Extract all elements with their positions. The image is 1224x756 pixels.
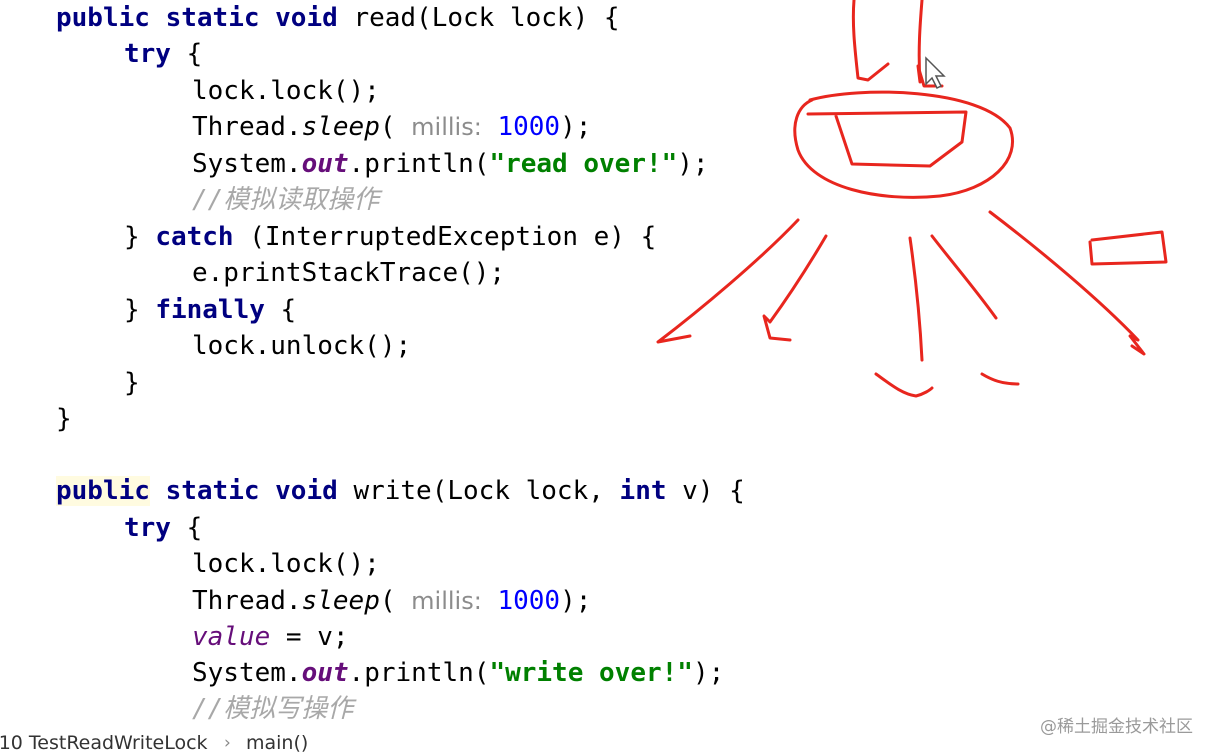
method-close-brace: } (56, 404, 72, 434)
breadcrumb-separator-icon: › (224, 733, 231, 753)
sleep-close: ); (560, 112, 592, 142)
comment-text: //模拟写操作 (192, 694, 354, 724)
code-line-write-sleep: Thread.sleep( millis: 1000); (192, 583, 591, 619)
keyword-public: public (56, 476, 150, 506)
keyword-static: static (165, 476, 260, 506)
finally-brace: { (264, 295, 297, 325)
sleep-method: sleep (301, 112, 380, 142)
system-prefix: System. (192, 149, 302, 179)
print-close: ); (677, 149, 709, 179)
breadcrumb: f10 TestReadWriteLock › main() (0, 730, 1224, 756)
code-line-write-try: try { (124, 510, 202, 546)
catch-args: (InterruptedException e) { (233, 222, 657, 252)
print-close: ); (692, 658, 725, 688)
write-signature-end: v) { (666, 476, 745, 506)
keyword-void: void (275, 3, 338, 33)
write-signature-start: write(Lock lock, (353, 476, 620, 506)
read-signature: read(Lock lock) { (353, 3, 620, 33)
parameter-hint-millis: millis: (411, 113, 482, 141)
print-string: "read over!" (489, 149, 678, 179)
code-line-read-sleep: Thread.sleep( millis: 1000); (192, 109, 591, 145)
code-line-write-comment: //模拟写操作 (192, 691, 353, 726)
finally-brace-open: } (124, 295, 156, 325)
code-line-read-lock: lock.lock(); (192, 73, 380, 109)
code-line-read-catch: } catch (InterruptedException e) { (124, 219, 656, 255)
lock-call: lock.lock(); (192, 76, 380, 106)
keyword-try: try (124, 513, 171, 543)
keyword-static: static (165, 3, 260, 33)
keyword-void: void (275, 476, 338, 506)
mouse-pointer-glyph (925, 56, 946, 90)
code-line-write-print: System.out.println("write over!"); (192, 655, 724, 691)
code-line-read-comment: //模拟读取操作 (192, 182, 379, 218)
watermark: @稀土掘金技术社区 (1040, 717, 1193, 737)
print-string: "write over!" (489, 658, 693, 688)
lock-call: lock.lock(); (192, 549, 380, 579)
sleep-close: ); (560, 586, 592, 616)
sleep-value: 1000 (497, 586, 561, 616)
unlock-call: lock.unlock(); (192, 331, 412, 361)
sleep-open: ( (379, 112, 412, 142)
comment-text: //模拟读取操作 (192, 185, 380, 215)
code-line-write-signature: public static void write(Lock lock, int … (56, 473, 745, 509)
sleep-open: ( (379, 586, 412, 616)
code-line-read-finally: } finally { (124, 292, 296, 328)
println-call: .println( (348, 149, 490, 179)
code-line-read-inner-close: } (124, 365, 140, 401)
code-line-read-close: } (56, 401, 72, 437)
code-line-read-try: try { (124, 36, 202, 72)
sleep-value: 1000 (497, 112, 561, 142)
code-line-read-trace: e.printStackTrace(); (192, 255, 505, 291)
code-line-read-print: System.out.println("read over!"); (192, 146, 709, 182)
thread-prefix: Thread. (192, 112, 302, 142)
code-line-write-assign: value = v; (192, 619, 349, 655)
keyword-int: int (619, 476, 667, 506)
catch-brace: } (124, 222, 156, 252)
keyword-finally: finally (155, 295, 265, 325)
code-line-read-signature: public static void read(Lock lock) { (56, 0, 620, 36)
keyword-public: public (56, 3, 150, 33)
trace-call: e.printStackTrace(); (192, 258, 506, 288)
breadcrumb-method[interactable]: main() (246, 732, 309, 754)
keyword-try: try (124, 39, 171, 69)
keyword-catch: catch (155, 222, 234, 252)
code-editor[interactable]: public static void read(Lock lock) { try… (0, 0, 1224, 726)
assign-rest: = v; (270, 622, 349, 652)
out-field: out (301, 149, 349, 179)
out-field: out (301, 658, 349, 688)
println-call: .println( (348, 658, 490, 688)
code-line-read-unlock: lock.unlock(); (192, 328, 411, 364)
inner-close-brace: } (124, 368, 140, 398)
try-brace: { (170, 513, 203, 543)
try-brace: { (170, 39, 203, 69)
code-line-write-lock: lock.lock(); (192, 546, 380, 582)
value-field: value (192, 622, 271, 652)
sleep-method: sleep (301, 586, 380, 616)
mouse-pointer-icon (924, 56, 948, 92)
system-prefix: System. (192, 658, 302, 688)
thread-prefix: Thread. (192, 586, 302, 616)
parameter-hint-millis: millis: (411, 587, 482, 615)
breadcrumb-class[interactable]: f10 TestReadWriteLock (0, 732, 208, 754)
